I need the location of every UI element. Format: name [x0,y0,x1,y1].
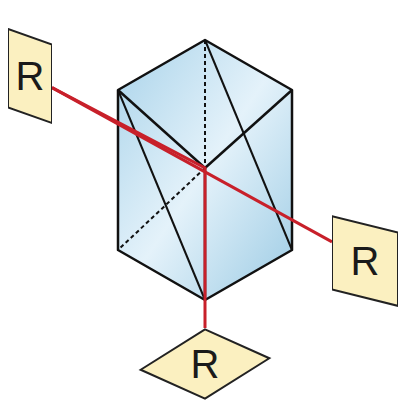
mirror-letter: R [191,344,220,384]
image-card: R [332,210,398,312]
light-ray [52,88,205,328]
mirror-letter: R [16,56,45,96]
image-card: R [138,328,272,400]
mirror-letter: R [351,241,380,281]
image-card: R [8,20,52,132]
